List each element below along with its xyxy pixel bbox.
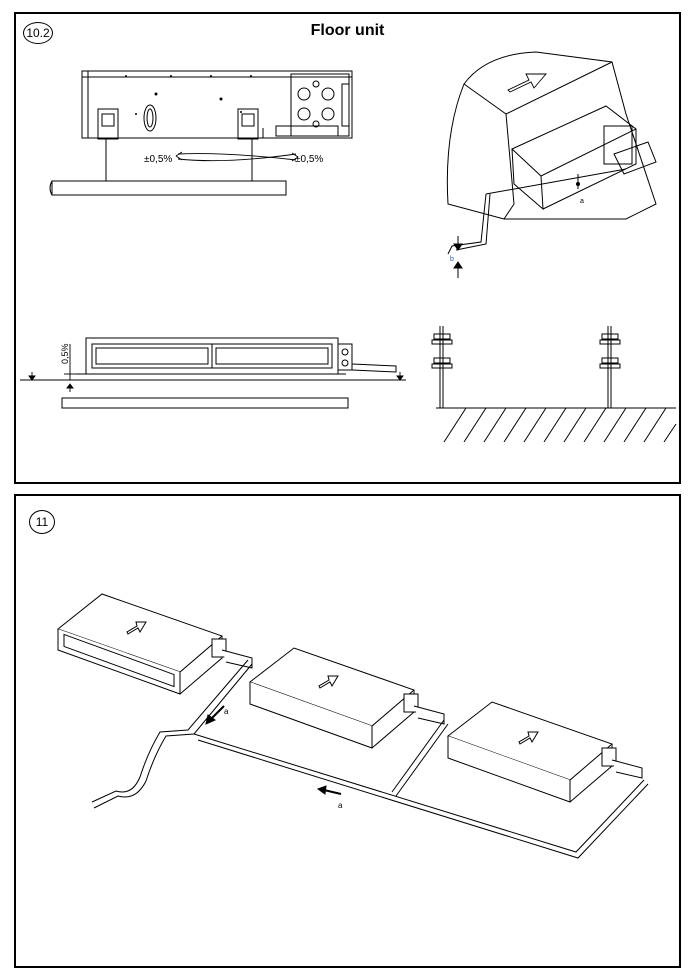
- drain-pipe: [91, 659, 649, 859]
- figure-number-badge: 10.2: [23, 22, 53, 44]
- flow-arrows: [205, 705, 342, 795]
- indoor-unit-3: [446, 701, 643, 803]
- figure-title: Floor unit: [310, 22, 385, 39]
- floor-slab-side: [61, 397, 349, 409]
- unit-side-view: [20, 337, 406, 381]
- side-tolerance-indicator: [28, 344, 404, 392]
- figure-10-2-panel: 10.2 Floor unit: [14, 12, 681, 484]
- indoor-unit-2: [248, 647, 445, 749]
- floor-unit-drawings: ±0,5% ±0,5%: [20, 51, 677, 443]
- level-tolerance-indicator: [175, 151, 299, 162]
- figure-11-panel: 11: [14, 494, 681, 968]
- tolerance-left-label: ±0,5%: [144, 154, 172, 165]
- flow-label-a-left: a: [224, 707, 229, 716]
- flow-label-a-bottom: a: [338, 801, 343, 810]
- pipe-label-a: a: [580, 198, 584, 205]
- anchor-rods-detail: [431, 326, 677, 443]
- unit-front-view: [81, 70, 353, 181]
- drain-direction-arrows: [453, 236, 463, 278]
- cabinet-isometric-view: [446, 51, 657, 255]
- figure-number-badge: 11: [29, 510, 55, 534]
- drain-piping-layout: a a: [56, 593, 649, 859]
- pipe-label-b: b: [450, 256, 454, 263]
- floor-slab: [49, 180, 287, 196]
- side-tolerance-label: 0,5%: [60, 343, 70, 364]
- tolerance-right-label: ±0,5%: [295, 154, 323, 165]
- indoor-unit-1: [56, 593, 253, 695]
